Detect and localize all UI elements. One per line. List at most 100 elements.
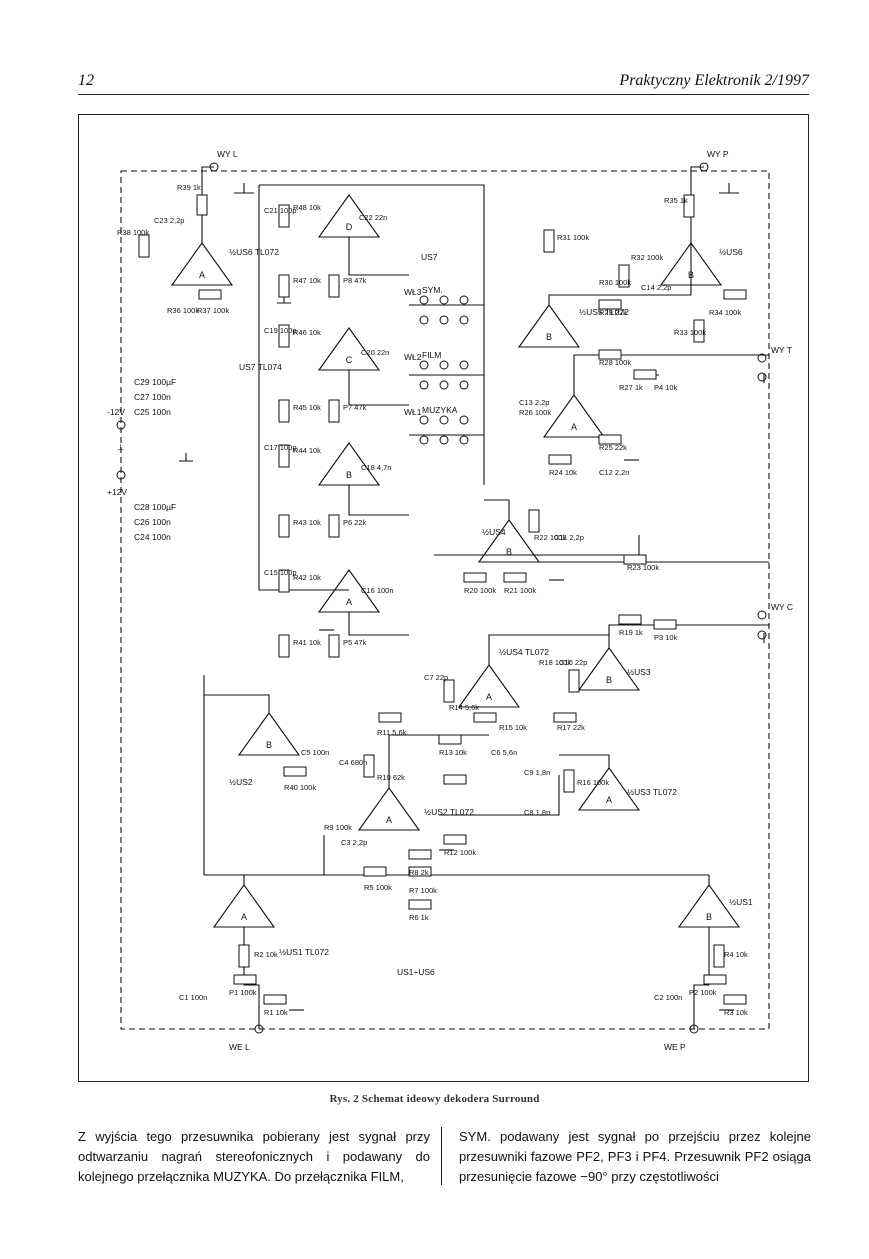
ic-us7-power: US7 — [421, 252, 438, 262]
opamp-letter: B — [266, 740, 272, 750]
comp-r42: R42 10k — [293, 573, 321, 582]
ic-us5: ½US5 TL072 — [579, 307, 629, 317]
opamp-letter: A — [386, 815, 392, 825]
comp-c19: C19 100p — [264, 326, 297, 335]
page-number: 12 — [78, 72, 94, 89]
ic-us2b: ½US2 — [229, 777, 253, 787]
comp-r15: R15 10k — [499, 723, 527, 732]
ic-us7: US7 TL074 — [239, 362, 282, 372]
comp-c12: C12 2,2n — [599, 468, 629, 477]
comp-p2: P2 100k — [689, 988, 717, 997]
comp-r41: R41 10k — [293, 638, 321, 647]
supply-ground-symbol: ⊥ — [117, 442, 124, 452]
cap-c29: C29 100µF — [134, 377, 176, 387]
opamp-letter: B — [688, 270, 694, 280]
comp-p1: P1 100k — [229, 988, 257, 997]
switch-label-film: FILM — [422, 350, 441, 360]
ic-us6a: ½US6 TL072 — [229, 247, 279, 257]
switch-wl2: WŁ2 — [404, 352, 422, 362]
comp-c1: C1 100n — [179, 993, 207, 1002]
comp-p8: P8 47k — [343, 276, 367, 285]
opamp-letter: B — [346, 470, 352, 480]
comp-r30: R30 100k — [599, 278, 631, 287]
opamp-us4a — [457, 664, 521, 708]
ic-us4: ½US4 — [482, 527, 506, 537]
comp-c2: C2 100n — [654, 993, 682, 1002]
comp-r5: R5 100k — [364, 883, 392, 892]
opamp-letter: B — [506, 547, 512, 557]
comp-r3: R3 10k — [724, 1008, 748, 1017]
dashed-boundary — [120, 170, 770, 1030]
comp-c18: C18 4,7n — [361, 463, 391, 472]
page-header: 12 Praktyczny Elektronik 2/1997 — [78, 70, 809, 95]
comp-c10: C10 22p — [559, 658, 587, 667]
comp-r9: R9 100k — [324, 823, 352, 832]
ic-us-all-power: US1÷US6 — [397, 967, 435, 977]
comp-r27: R27 1k — [619, 383, 643, 392]
comp-r2: R2 10k — [254, 950, 278, 959]
comp-c13: C13 2,2p — [519, 398, 549, 407]
comp-r19: R19 1k — [619, 628, 643, 637]
comp-r48: R48 10k — [293, 203, 321, 212]
comp-r36: R36 100k — [167, 306, 199, 315]
comp-r37: R37 100k — [197, 306, 229, 315]
comp-r6: R6 1k — [409, 913, 429, 922]
comp-c20: C20 22n — [361, 348, 389, 357]
opamp-letter: C — [346, 355, 353, 365]
schematic-drawing: WY L WY P WY T WY C WE L WE P +12V -12V … — [107, 149, 793, 1052]
comp-c3: C3 2,2p — [341, 838, 367, 847]
opamp-letter: D — [346, 222, 353, 232]
opamp-us6a — [170, 242, 234, 286]
ic-us1b: ½US1 — [729, 897, 753, 907]
comp-r18: R18 100k — [539, 658, 571, 667]
comp-r26: R26 100k — [519, 408, 551, 417]
terminal-wy-t: WY T — [771, 345, 792, 355]
opamp-us3a — [577, 767, 641, 811]
opamp-us5a — [542, 394, 606, 438]
ic-us2a: ½US2 TL072 — [424, 807, 474, 817]
ic-us3a: ½US3 TL072 — [627, 787, 677, 797]
comp-r11: R11 5,6k — [377, 728, 407, 737]
comp-r39: R39 1k — [177, 183, 201, 192]
opamp-letter: A — [199, 270, 205, 280]
comp-r38: R38 100k — [117, 228, 149, 237]
comp-r4: R4 10k — [724, 950, 748, 959]
terminal-we-l: WE L — [229, 1042, 250, 1052]
cap-c24: C24 100n — [134, 532, 171, 542]
comp-r22: R22 100k — [534, 533, 566, 542]
opamp-letter: A — [606, 795, 612, 805]
comp-r20: R20 100k — [464, 586, 496, 595]
cap-c28: C28 100µF — [134, 502, 176, 512]
comp-r1: R1 10k — [264, 1008, 288, 1017]
comp-r24: R24 10k — [549, 468, 577, 477]
switch-label-muzyka: MUZYKA — [422, 405, 458, 415]
comp-c21: C21 100p — [264, 206, 297, 215]
switch-label-sym: SYM. — [422, 285, 443, 295]
opamp-letter: B — [706, 912, 712, 922]
opamp-us5b — [517, 304, 581, 348]
opamp-us2b — [237, 712, 301, 756]
comp-c23: C23 2,2p — [154, 216, 184, 225]
figure-caption: Rys. 2 Schemat ideowy dekodera Surround — [329, 1093, 540, 1105]
comp-r10: R10 62k — [377, 773, 405, 782]
comp-c5: C5 100n — [301, 748, 329, 757]
switch-wl3: WŁ3 — [404, 287, 422, 297]
comp-c11: C11 2,2p — [554, 533, 584, 542]
schematic-figure: WY L WY P WY T WY C WE L WE P +12V -12V … — [78, 114, 809, 1082]
comp-r35: R35 1k — [664, 196, 688, 205]
comp-r33: R33 100k — [674, 328, 706, 337]
supply-plus-label: +12V — [107, 487, 127, 497]
ic-us4b: ½US4 TL072 — [499, 647, 549, 657]
comp-c4: C4 680n — [339, 758, 367, 767]
comp-c15: C15 100p — [264, 568, 297, 577]
comp-r13: R13 10k — [439, 748, 467, 757]
comp-c16: C16 100n — [361, 586, 394, 595]
opamp-letter: A — [241, 912, 247, 922]
body-text-right: SYM. podawany jest sygnał po przejściu p… — [459, 1129, 811, 1184]
header-rule — [78, 94, 809, 95]
comp-c7: C7 22p — [424, 673, 448, 682]
comp-r44: R44 10k — [293, 446, 321, 455]
supply-minus-label: -12V — [107, 407, 125, 417]
comp-p5: P5 47k — [343, 638, 367, 647]
comp-p4: P4 10k — [654, 383, 678, 392]
